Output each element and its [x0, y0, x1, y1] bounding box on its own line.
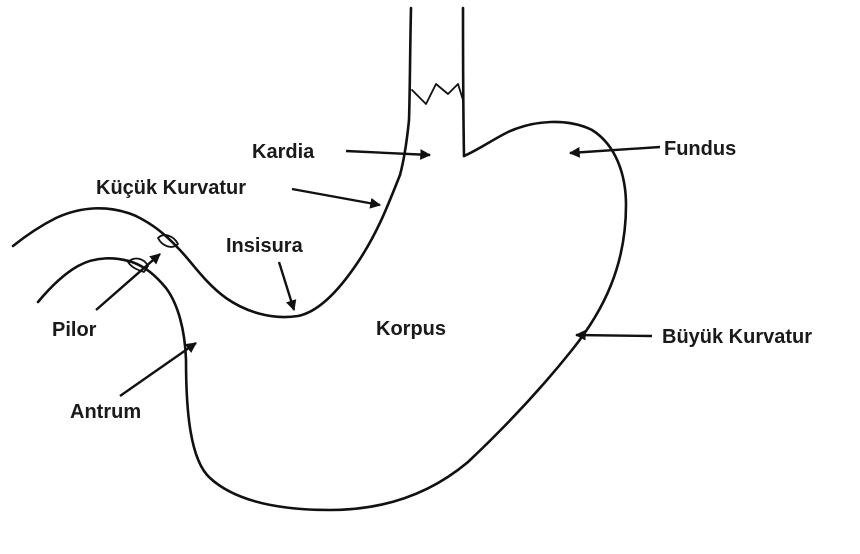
esophagus [400, 8, 464, 175]
label-kardia: Kardia [252, 141, 315, 163]
labels: Kardia Fundus Küçük Kurvatur Insisura Pi… [52, 138, 812, 423]
label-buyuk-kurvatur: Büyük Kurvatur [662, 326, 812, 348]
label-pilor: Pilor [52, 319, 97, 341]
arrow-buyuk-kurvatur [576, 335, 652, 336]
arrow-kardia [346, 151, 430, 155]
arrow-antrum [120, 343, 196, 396]
label-fundus: Fundus [664, 138, 736, 160]
arrow-kucuk-kurvatur [292, 189, 380, 205]
label-korpus: Korpus [376, 318, 446, 340]
arrow-fundus [570, 147, 660, 153]
label-insisura: Insisura [226, 235, 304, 257]
label-antrum: Antrum [70, 401, 141, 423]
label-kucuk-kurvatur: Küçük Kurvatur [96, 177, 246, 199]
arrow-insisura [279, 262, 294, 310]
